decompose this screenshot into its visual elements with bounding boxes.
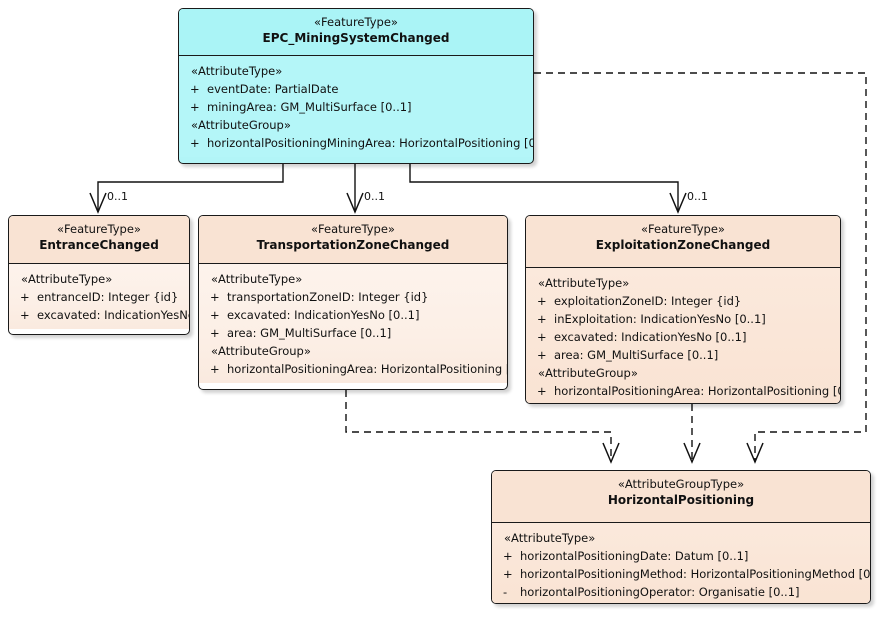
class-name: TransportationZoneChanged [256,238,450,252]
visibility-marker: + [537,312,547,326]
class-exploitationzonechanged[interactable]: «FeatureType» ExploitationZoneChanged «A… [525,215,841,404]
multiplicity-transportationzone: 0..1 [364,190,385,203]
attribute-text: horizontalPositioningArea: HorizontalPos… [554,384,841,398]
attribute-text: area: GM_MultiSurface [0..1] [554,348,719,362]
visibility-marker: + [210,290,220,304]
class-name: EntranceChanged [39,238,159,252]
attribute-text: entranceID: Integer {id} [37,290,179,304]
visibility-marker: + [210,362,220,376]
section-label: «AttributeGroup» [538,366,638,380]
class-stereotype: «AttributeGroupType» [617,477,745,491]
class-entrancechanged[interactable]: «FeatureType» EntranceChanged «Attribute… [8,215,190,335]
visibility-marker: + [537,348,547,362]
attribute-text: inExploitation: IndicationYesNo [0..1] [554,312,766,326]
class-body: «AttributeType» + horizontalPositioningD… [492,523,870,603]
attribute-row[interactable]: + area: GM_MultiSurface [0..1] [199,324,507,342]
class-transportationzonechanged[interactable]: «FeatureType» TransportationZoneChanged … [198,215,508,390]
attribute-text: excavated: IndicationYesNo [0..1] [227,308,420,322]
section-label: «AttributeType» [504,531,596,545]
visibility-marker: + [190,100,200,114]
attribute-row[interactable]: + horizontalPositioningMiningArea: Horiz… [179,134,533,152]
class-horizontalpositioning[interactable]: «AttributeGroupType» HorizontalPositioni… [491,470,871,604]
class-stereotype: «FeatureType» [641,222,725,236]
class-header: «FeatureType» ExploitationZoneChanged [526,216,840,268]
attribute-text: exploitationZoneID: Integer {id} [554,294,742,308]
attribute-row[interactable]: + transportationZoneID: Integer {id} [199,288,507,306]
class-stereotype: «FeatureType» [57,222,141,236]
section-label: «AttributeType» [191,64,283,78]
multiplicity-entrance: 0..1 [107,190,128,203]
attribute-row[interactable]: + eventDate: PartialDate [179,80,533,98]
multiplicity-exploitationzone: 0..1 [687,190,708,203]
visibility-marker: + [210,326,220,340]
attribute-row[interactable]: + horizontalPositioningMethod: Horizonta… [492,565,870,583]
attribute-row[interactable]: + exploitationZoneID: Integer {id} [526,292,840,310]
visibility-marker: + [190,136,200,150]
visibility-marker: + [503,567,513,581]
attribute-text: horizontalPositioningDate: Datum [0..1] [520,549,749,563]
class-header: «FeatureType» EntranceChanged [9,216,189,264]
visibility-marker: + [537,384,547,398]
attribute-row[interactable]: + excavated: IndicationYesNo [0..1] [526,328,840,346]
visibility-marker: + [210,308,220,322]
section-label: «AttributeType» [538,276,630,290]
section-label: «AttributeType» [21,272,113,286]
attribute-text: excavated: IndicationYesNo [0..1] [554,330,747,344]
class-body: «AttributeType» + exploitationZoneID: In… [526,268,840,403]
attribute-text: miningArea: GM_MultiSurface [0..1] [207,100,412,114]
attribute-row[interactable]: + entranceID: Integer {id} [9,288,189,306]
attribute-text: horizontalPositioningMethod: HorizontalP… [520,567,871,581]
section-label: «AttributeGroup» [211,344,311,358]
attribute-row[interactable]: + horizontalPositioningArea: HorizontalP… [526,382,840,400]
attribute-text: horizontalPositioningMiningArea: Horizon… [207,136,534,150]
class-body: «AttributeType» + transportationZoneID: … [199,264,507,383]
visibility-marker: + [537,330,547,344]
class-header: «FeatureType» EPC_MiningSystemChanged [179,9,533,56]
dependency-arrowhead-transportationzone [602,442,620,464]
class-header: «FeatureType» TransportationZoneChanged [199,216,507,264]
class-body: «AttributeType» + entranceID: Integer {i… [9,264,189,329]
attribute-text: area: GM_MultiSurface [0..1] [227,326,392,340]
section-label: «AttributeGroup» [191,118,291,132]
association-exploitationzone [409,163,687,214]
visibility-marker: + [20,290,30,304]
attribute-row[interactable]: + area: GM_MultiSurface [0..1] [526,346,840,364]
attribute-text: eventDate: PartialDate [207,82,339,96]
attribute-row[interactable]: + horizontalPositioningDate: Datum [0..1… [492,547,870,565]
section-label: «AttributeType» [211,272,303,286]
association-transportationzone [346,163,364,214]
visibility-marker: - [503,585,508,599]
dependency-arrowhead-miningsystem [746,442,764,464]
class-name: EPC_MiningSystemChanged [262,31,450,45]
class-name: ExploitationZoneChanged [595,238,771,252]
attribute-text: excavated: IndicationYesNo [37,308,190,322]
attribute-row[interactable]: + excavated: IndicationYesNo [0..1] [199,306,507,324]
class-body: «AttributeType» + eventDate: PartialDate… [179,56,533,157]
visibility-marker: + [190,82,200,96]
visibility-marker: + [20,308,30,322]
class-header: «AttributeGroupType» HorizontalPositioni… [492,471,870,523]
attribute-row[interactable]: - horizontalPositioningOperator: Organis… [492,583,870,601]
attribute-text: horizontalPositioningArea: HorizontalPos… [227,362,508,376]
visibility-marker: + [537,294,547,308]
attribute-row[interactable]: + miningArea: GM_MultiSurface [0..1] [179,98,533,116]
attribute-row[interactable]: + inExploitation: IndicationYesNo [0..1] [526,310,840,328]
attribute-text: horizontalPositioningOperator: Organisat… [520,585,800,599]
class-stereotype: «FeatureType» [311,222,395,236]
attribute-row[interactable]: + horizontalPositioningArea: HorizontalP… [199,360,507,378]
attribute-text: transportationZoneID: Integer {id} [227,290,429,304]
class-name: HorizontalPositioning [607,493,755,507]
visibility-marker: + [503,549,513,563]
class-stereotype: «FeatureType» [314,15,398,29]
association-entrance [89,163,284,214]
dependency-arrowhead-exploitationzone [683,442,701,464]
attribute-row[interactable]: + excavated: IndicationYesNo [9,306,189,324]
class-epc-miningsystemchanged[interactable]: «FeatureType» EPC_MiningSystemChanged «A… [178,8,534,164]
